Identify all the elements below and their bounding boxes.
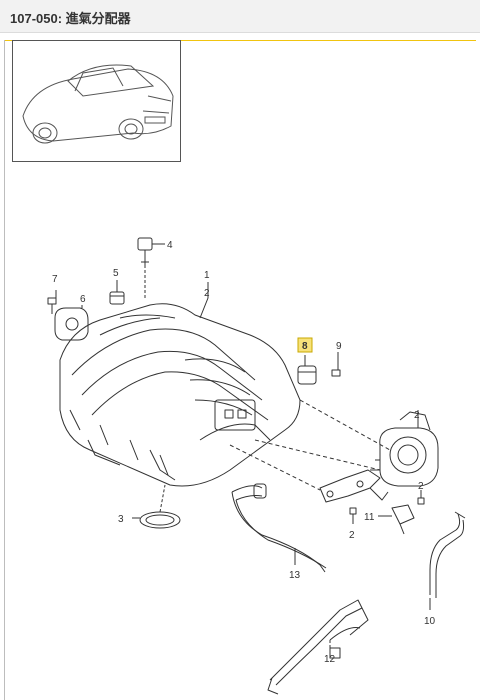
callout-4[interactable]: 4 — [167, 240, 173, 251]
callout-10[interactable]: 10 — [424, 616, 436, 627]
part-11-sensor — [391, 504, 415, 535]
part-8-component — [297, 365, 317, 385]
callout-13[interactable]: 13 — [289, 570, 301, 581]
callout-12[interactable]: 12 — [324, 654, 336, 665]
car-illustration-icon — [22, 64, 174, 144]
part-9-screw — [331, 352, 341, 377]
callout-8[interactable]: 8 — [302, 341, 308, 352]
left-border-line — [4, 40, 5, 700]
callout-1[interactable]: 1 — [204, 270, 210, 281]
page-title: 107-050: 進氣分配器 — [10, 11, 131, 26]
part-10-pipe — [429, 511, 466, 598]
part-6-valve — [54, 307, 89, 341]
mounting-bracket — [319, 469, 389, 503]
callout-9[interactable]: 9 — [336, 341, 342, 352]
callout-7[interactable]: 7 — [52, 274, 58, 285]
part-7-screw — [47, 297, 57, 314]
callout-2-throttle[interactable]: 2 — [414, 410, 420, 421]
throttle-body — [370, 411, 439, 487]
part-2-screw-a — [349, 507, 357, 524]
callout-2-manifold[interactable]: 2 — [204, 288, 210, 299]
callout-5[interactable]: 5 — [113, 268, 119, 279]
header-bar: 107-050: 進氣分配器 — [0, 0, 480, 33]
accent-divider — [4, 40, 476, 41]
vehicle-thumbnail — [12, 40, 181, 162]
callout-6[interactable]: 6 — [80, 294, 86, 305]
callout-3[interactable]: 3 — [118, 514, 124, 525]
callout-2-right-screw[interactable]: 2 — [418, 481, 424, 492]
part-13-hose — [231, 483, 327, 573]
part-2-screw-b — [417, 490, 425, 505]
highlight-box-8 — [297, 337, 313, 353]
part-12-pipe-assembly — [267, 599, 369, 695]
intake-manifold — [59, 303, 301, 487]
callout-11[interactable]: 11 — [364, 512, 375, 523]
callout-2-lower-screw[interactable]: 2 — [349, 530, 355, 541]
